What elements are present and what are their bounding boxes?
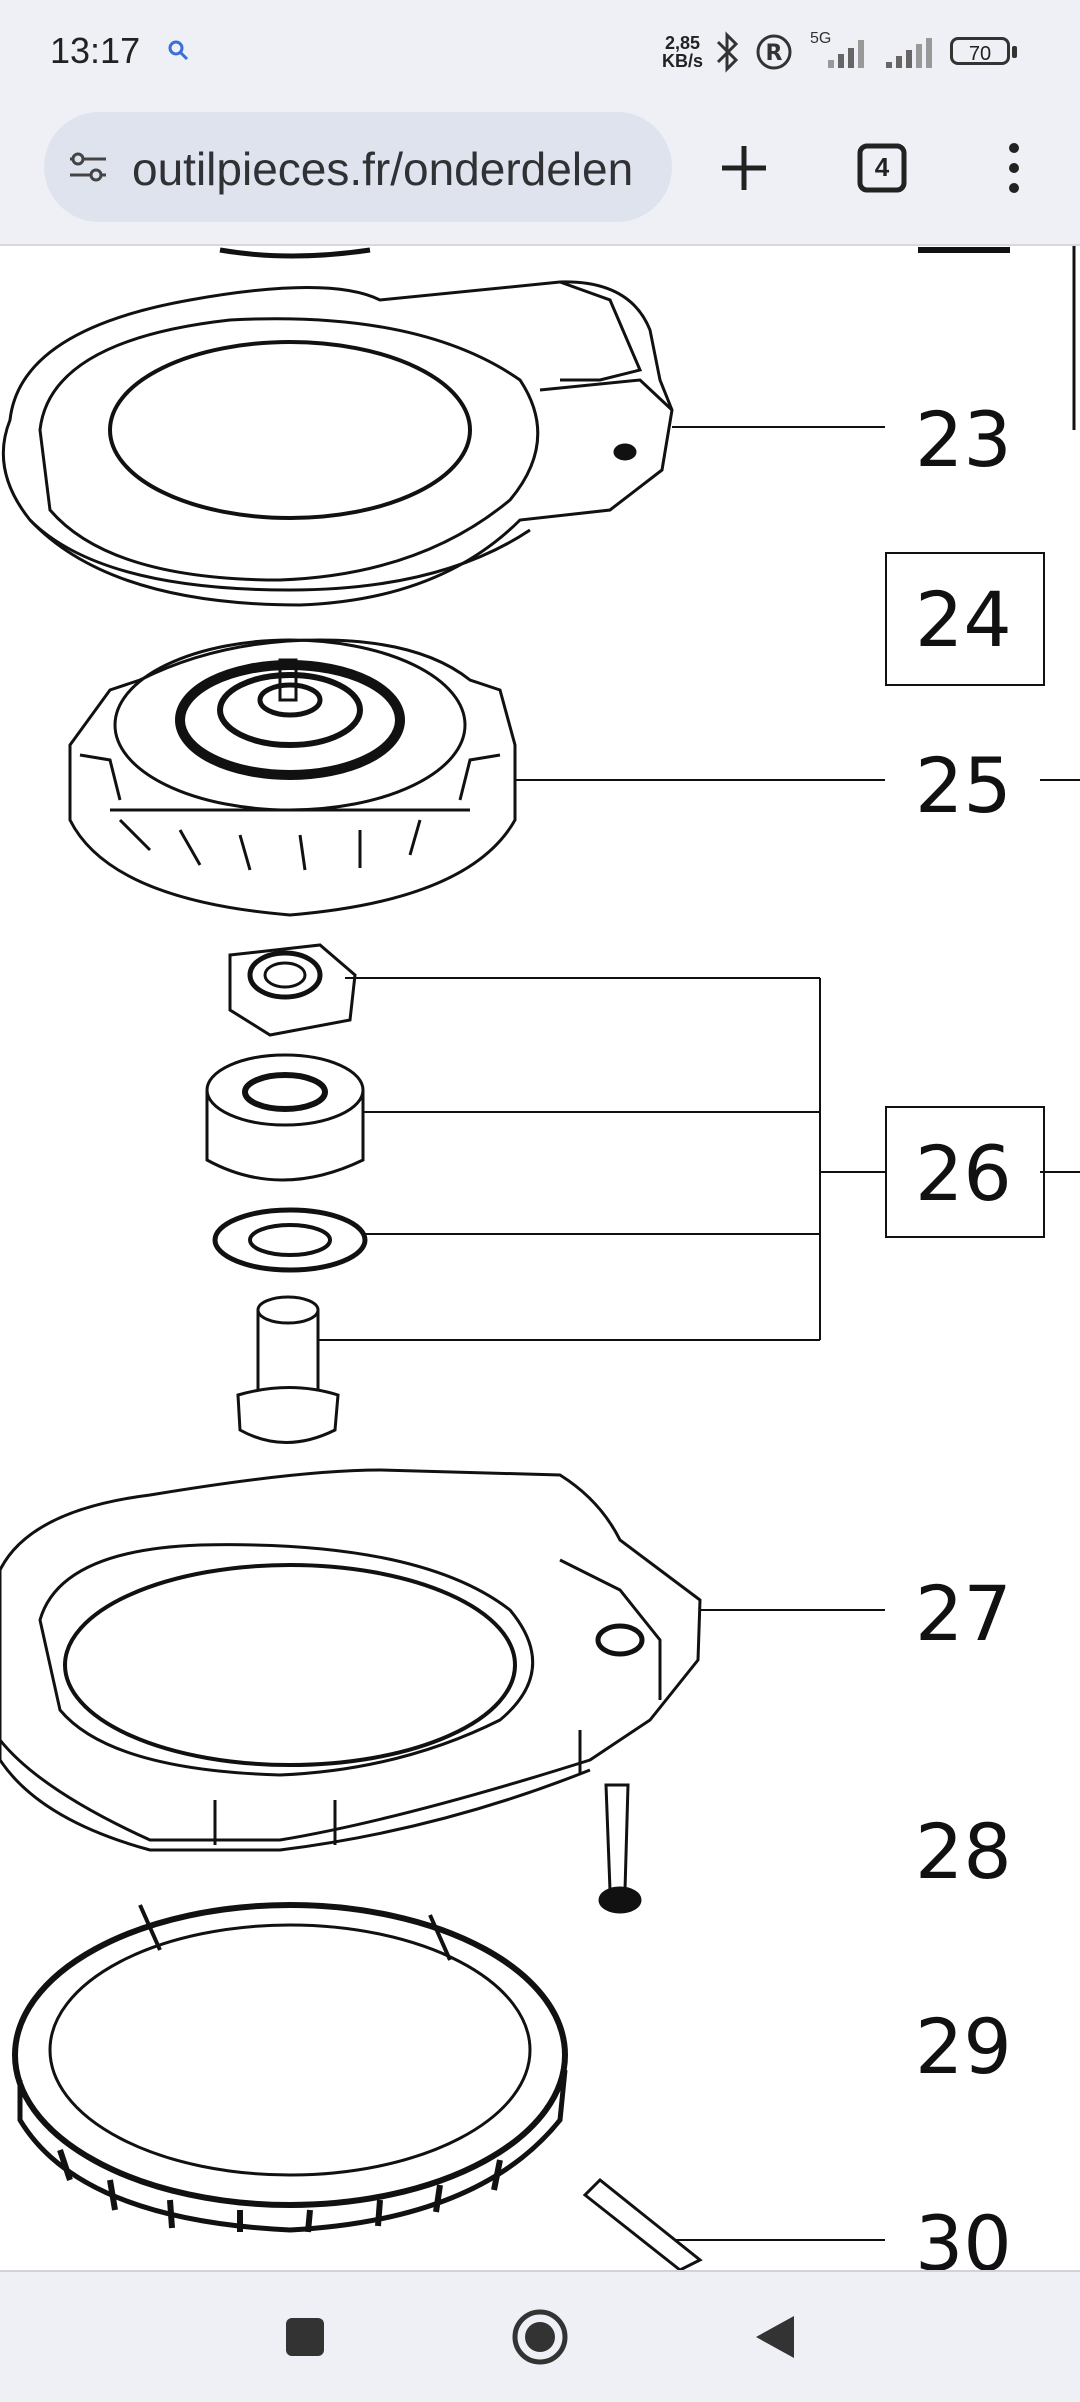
search-icon	[168, 40, 189, 61]
tab-switcher-icon	[857, 143, 907, 193]
browser-toolbar: outilpieces.fr/onderdelen 4	[0, 104, 1080, 246]
tune-icon[interactable]	[66, 145, 110, 189]
part-number-29: 29	[915, 2002, 1012, 2091]
battery-cap	[1012, 46, 1017, 58]
part-26-bushing	[205, 1053, 365, 1182]
square-icon[interactable]	[270, 2302, 340, 2372]
part-number-30: 30	[915, 2199, 1012, 2270]
exploded-parts-diagram: 23 24 25 26 27 28 29 30	[0, 246, 1080, 2270]
battery-indicator: 70	[950, 37, 1010, 65]
part-26-nut	[228, 943, 357, 1037]
status-bar: 13:17 2,85 KB/s R 5G 70	[0, 0, 1080, 104]
part-number-27: 27	[915, 1569, 1012, 1658]
part-25-starter-pulley	[68, 638, 517, 917]
url-text[interactable]: outilpieces.fr/onderdelen	[132, 143, 634, 195]
leader-bracket-26	[318, 977, 1080, 1341]
svg-text:R: R	[766, 41, 783, 66]
label-box-24	[885, 552, 1045, 686]
part-23-cover	[1, 280, 674, 607]
bluetooth-icon	[716, 31, 739, 73]
part-26-bolt	[236, 1295, 340, 1444]
part-number-28: 28	[915, 1807, 1012, 1896]
part-30-pin	[582, 2177, 703, 2270]
home-circle-icon[interactable]	[505, 2302, 575, 2372]
status-time: 13:17	[50, 30, 141, 71]
signal-strength-icon	[828, 40, 864, 68]
tab-count: 4	[874, 152, 890, 182]
top-fragment	[219, 247, 371, 259]
address-bar[interactable]: outilpieces.fr/onderdelen	[44, 112, 672, 222]
system-nav-bar	[0, 2270, 1080, 2402]
signal-strength-icon-2	[886, 38, 932, 68]
parts-diagram-view: 23 24 25 26 27 28 29 30	[0, 246, 1080, 2270]
part-number-25: 25	[915, 741, 1012, 830]
tab-switcher-button[interactable]: 4	[840, 126, 924, 210]
registered-icon: R	[756, 34, 792, 70]
part-number-23: 23	[915, 395, 1012, 484]
part-number-26: 26	[915, 1129, 1012, 1218]
network-speed: 2,85 KB/s	[662, 33, 704, 71]
part-28-screw	[598, 1783, 642, 1914]
more-vert-icon[interactable]	[972, 126, 1056, 210]
label-box-26	[885, 1106, 1045, 1238]
part-number-24: 24	[915, 575, 1012, 664]
signal-label: 5G	[810, 30, 832, 47]
back-triangle-icon[interactable]	[740, 2302, 810, 2372]
part-29-ring	[12, 1902, 568, 2233]
part-27-housing	[0, 1468, 702, 1852]
part-26-washer	[212, 1207, 368, 1273]
plus-icon[interactable]	[702, 126, 786, 210]
